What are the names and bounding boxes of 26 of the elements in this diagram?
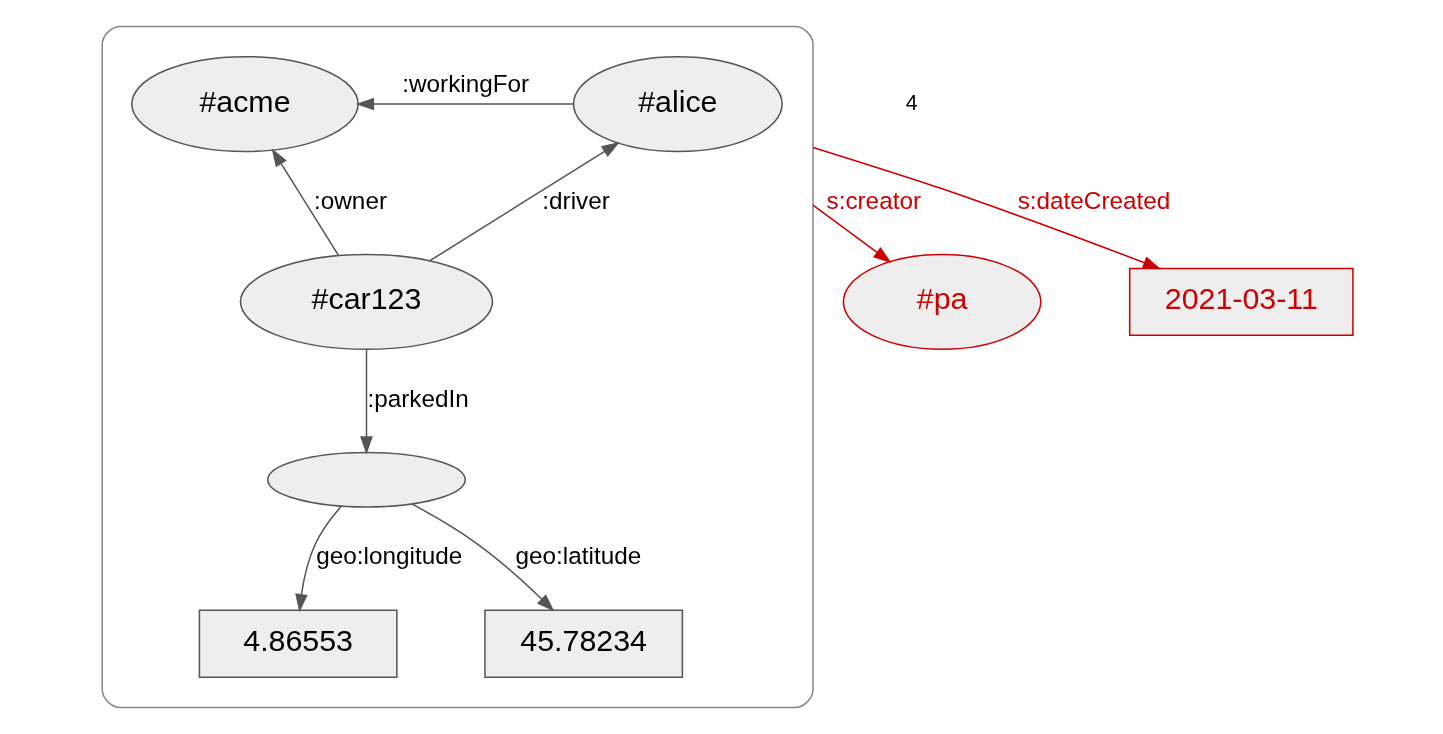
- edge-label: geo:longitude: [316, 542, 463, 570]
- edge-label: :workingFor: [402, 69, 530, 97]
- arrow: [428, 141, 620, 262]
- arrow: [411, 503, 555, 612]
- edge-label: :owner: [314, 186, 388, 214]
- arrow: [360, 348, 373, 455]
- label: 4: [905, 90, 918, 115]
- node-ellipse: [267, 451, 466, 508]
- edge-label: :driver: [542, 186, 610, 214]
- node-ellipse: #pa: [842, 253, 1042, 351]
- arrow: [812, 146, 1162, 270]
- node-box: 45.78234: [484, 609, 684, 678]
- arrow: [355, 97, 575, 111]
- edge-label: s:creator: [826, 186, 922, 214]
- node-ellipse: #car123: [239, 253, 494, 351]
- node-ellipse: #alice: [572, 55, 783, 153]
- node-ellipse: #acme: [131, 55, 359, 153]
- arrow: [295, 505, 342, 613]
- arrow: [271, 148, 340, 256]
- edge-label: s:dateCreated: [1017, 186, 1171, 214]
- cluster: [101, 25, 814, 709]
- arrow: [812, 204, 892, 264]
- edge-label: geo:latitude: [515, 542, 642, 570]
- edge-label: :parkedIn: [367, 384, 469, 412]
- node-box: 2021-03-11: [1128, 267, 1354, 337]
- node-box: 4.86553: [198, 609, 398, 678]
